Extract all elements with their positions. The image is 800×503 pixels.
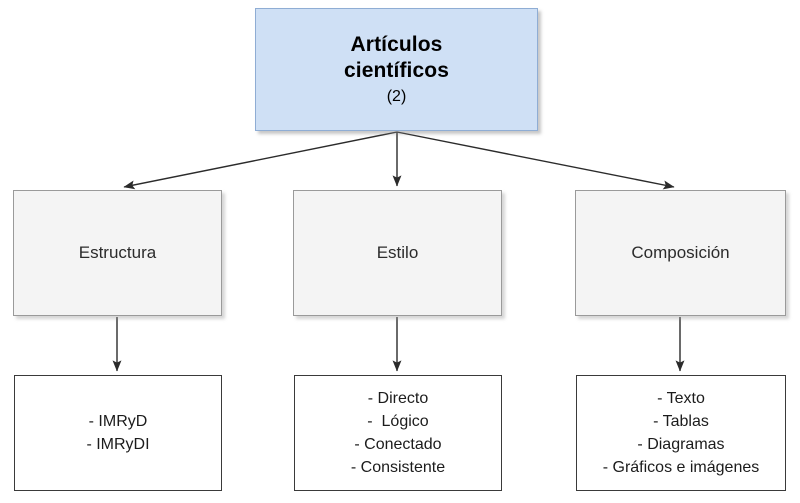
detail-item: - IMRyD [88, 413, 148, 430]
category-label-composicion: Composición [631, 243, 730, 262]
node-category-composicion[interactable]: Composición [575, 190, 786, 316]
category-label-estilo: Estilo [376, 243, 419, 262]
detail-item: - Conectado [354, 436, 442, 453]
root-title-line1: Artículos [350, 32, 443, 56]
root-count: (2) [386, 87, 407, 105]
detail-item: - Directo [367, 390, 429, 407]
node-detail-composicion[interactable]: - Texto - Tablas - Diagramas - Gráficos … [576, 375, 786, 491]
detail-item: - Consistente [350, 459, 446, 476]
node-category-estructura[interactable]: Estructura [13, 190, 222, 316]
detail-item: - IMRyDI [86, 436, 150, 453]
connector-root-to-composicion [396, 131, 675, 190]
connector-root-to-estructura [123, 131, 398, 190]
category-label-estructura: Estructura [78, 243, 157, 262]
node-detail-estructura[interactable]: - IMRyD - IMRyDI [14, 375, 222, 491]
detail-item: - Gráficos e imágenes [602, 459, 760, 476]
root-title-line2: científicos [344, 58, 449, 82]
detail-item: - Texto [657, 390, 705, 407]
node-root-articulos-cientificos[interactable]: Artículos científicos (2) [255, 8, 538, 131]
detail-item: - Lógico [367, 413, 429, 430]
detail-list-composicion: - Texto - Tablas - Diagramas - Gráficos … [603, 387, 760, 479]
detail-list-estilo: - Directo - Lógico - Conectado - Consist… [351, 387, 445, 479]
node-detail-estilo[interactable]: - Directo - Lógico - Conectado - Consist… [294, 375, 502, 491]
detail-item: - Tablas [653, 413, 709, 430]
detail-list-estructura: - IMRyD - IMRyDI [86, 410, 149, 456]
node-category-estilo[interactable]: Estilo [293, 190, 502, 316]
detail-item: - Diagramas [637, 436, 725, 453]
